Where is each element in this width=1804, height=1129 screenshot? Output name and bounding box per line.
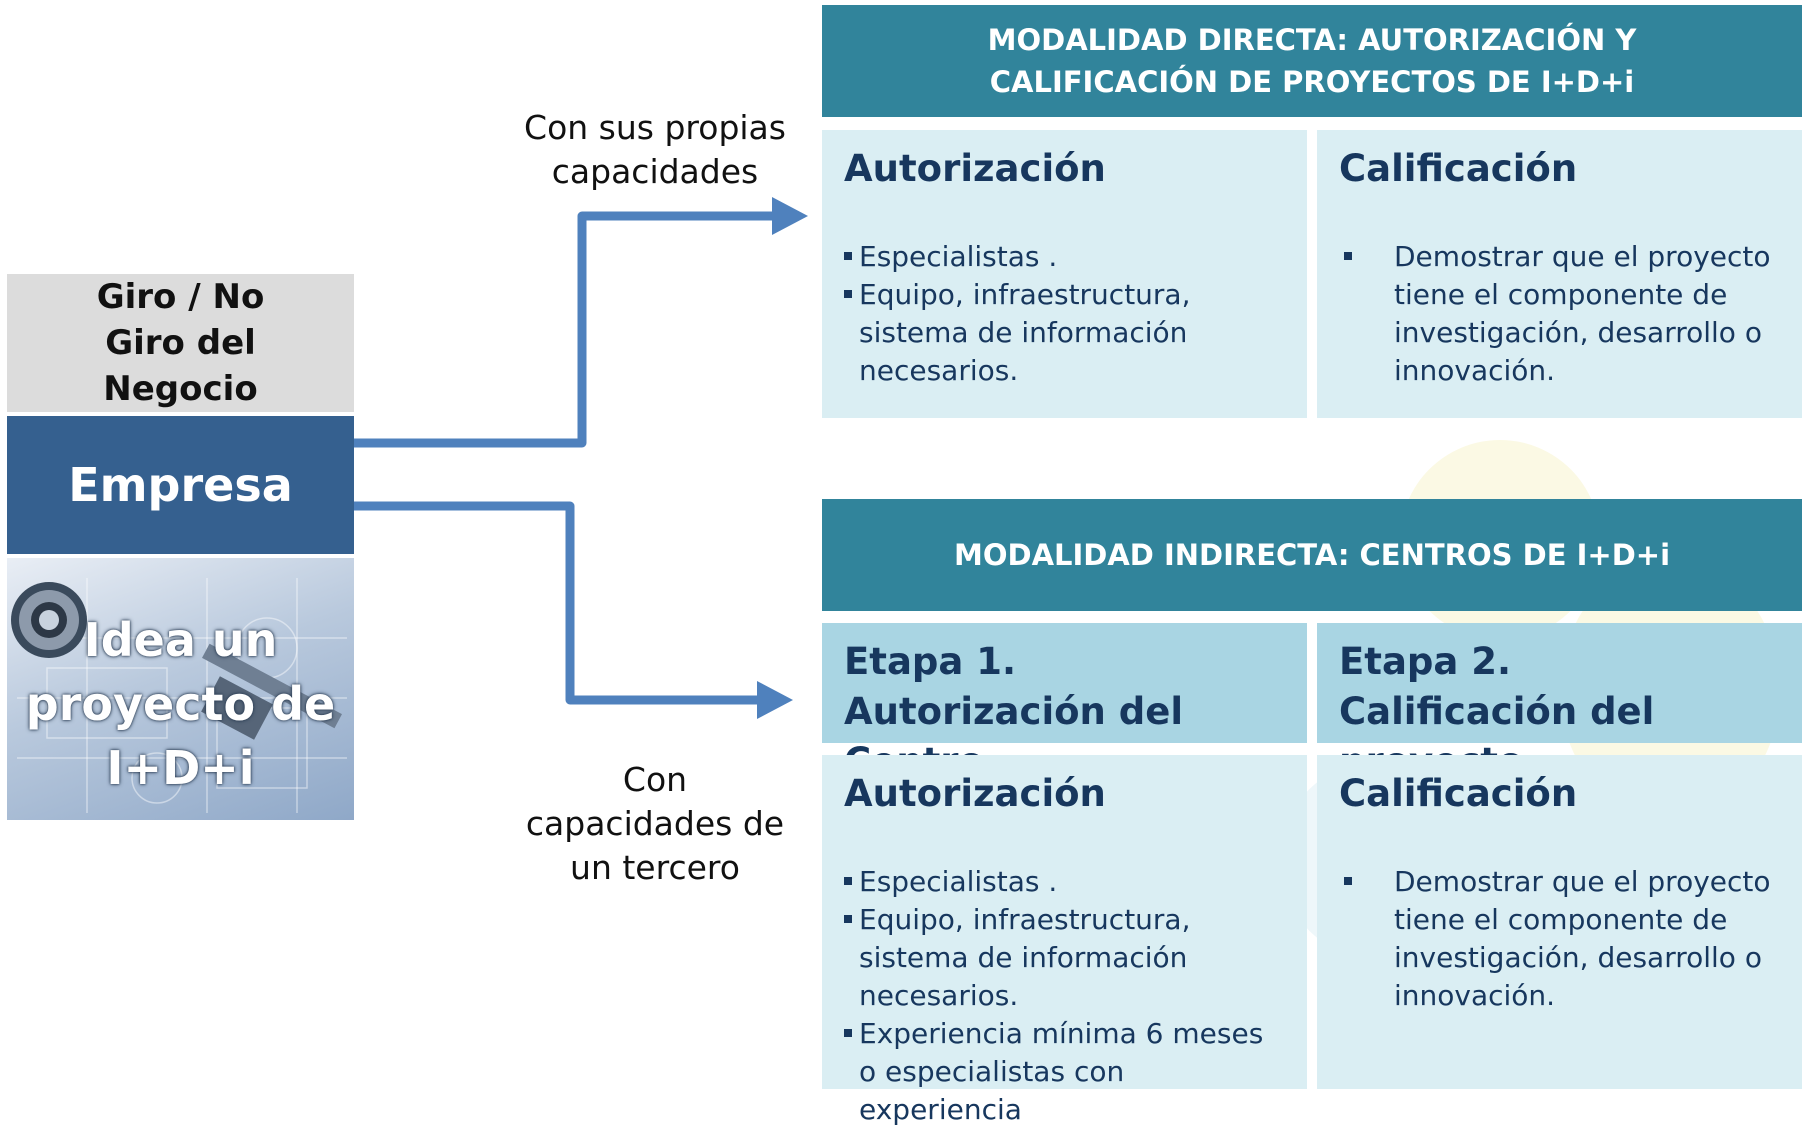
directa-header: MODALIDAD DIRECTA: AUTORIZACIÓN Y CALIFI… [822, 5, 1802, 117]
direct-arrow-head [772, 197, 808, 235]
indirecta-header-text: MODALIDAD INDIRECTA: CENTROS DE I+D+i [953, 538, 1671, 572]
list-item: Equipo, infraestructura, sistema de info… [844, 901, 1285, 1015]
direct-flow-label: Con sus propias capacidades [524, 108, 786, 191]
etapa1-line1: Etapa 1. [844, 640, 1017, 683]
etapa1-box: Etapa 1. Autorización del Centro [822, 623, 1307, 783]
directa-calificacion-title: Calificación [1339, 147, 1578, 190]
bearing-icon [11, 582, 87, 658]
bullet-icon [844, 877, 852, 885]
idea-label: Idea un proyecto de I+D+i [25, 613, 336, 795]
directa-header-text: MODALIDAD DIRECTA: AUTORIZACIÓN Y CALIFI… [987, 23, 1637, 99]
indirecta-autorizacion-list: Especialistas . Equipo, infraestructura,… [844, 863, 1285, 1129]
list-item: Especialistas . [844, 238, 1285, 276]
list-item: Experiencia mínima 6 meses o especialist… [844, 1015, 1285, 1129]
list-item: Demostrar que el proyecto tiene el compo… [1339, 238, 1780, 390]
directa-autorizacion-list: Especialistas . Equipo, infraestructura,… [844, 238, 1285, 390]
directa-autorizacion-title: Autorización [844, 147, 1106, 190]
directa-calificacion-list: Demostrar que el proyecto tiene el compo… [1339, 238, 1780, 390]
bullet-icon [844, 1029, 852, 1037]
indirecta-calificacion-panel: Calificación Demostrar que el proyecto t… [1317, 755, 1802, 1089]
flow-arrows [354, 197, 808, 719]
indirecta-autorizacion-panel: Autorización Especialistas . Equipo, inf… [822, 755, 1307, 1126]
directa-autorizacion-panel: Autorización Especialistas . Equipo, inf… [822, 130, 1307, 418]
indirecta-calificacion-list: Demostrar que el proyecto tiene el compo… [1339, 863, 1780, 1015]
bullet-icon [844, 915, 852, 923]
etapa2-line1: Etapa 2. [1339, 640, 1512, 683]
indirecta-calificacion-title: Calificación [1339, 772, 1578, 815]
bullet-icon [844, 290, 852, 298]
indirecta-autorizacion-title: Autorización [844, 772, 1106, 815]
etapa2-box: Etapa 2. Calificación del proyecto [1317, 623, 1802, 783]
indirecta-header: MODALIDAD INDIRECTA: CENTROS DE I+D+i [822, 499, 1802, 611]
indirect-arrow-head [757, 681, 793, 719]
list-item: Especialistas . [844, 863, 1285, 901]
idea-image-box: Idea un proyecto de I+D+i [7, 558, 354, 820]
indirect-flow-label: Con capacidades de un tercero [525, 760, 785, 887]
giro-box: Giro / No Giro del Negocio [7, 274, 354, 412]
direct-arrow-line [354, 211, 775, 448]
bullet-icon [844, 252, 852, 260]
bullet-icon [1344, 877, 1352, 885]
empresa-label: Empresa [68, 458, 293, 512]
bullet-icon [1344, 252, 1352, 260]
empresa-box: Empresa [7, 416, 354, 554]
directa-calificacion-panel: Calificación Demostrar que el proyecto t… [1317, 130, 1802, 418]
caliper-icon [201, 643, 342, 740]
blueprint-illustration [11, 578, 347, 813]
list-item: Demostrar que el proyecto tiene el compo… [1339, 863, 1780, 1015]
giro-label: Giro / No Giro del Negocio [96, 277, 265, 409]
list-item: Equipo, infraestructura, sistema de info… [844, 276, 1285, 390]
indirect-arrow-line [354, 501, 760, 705]
